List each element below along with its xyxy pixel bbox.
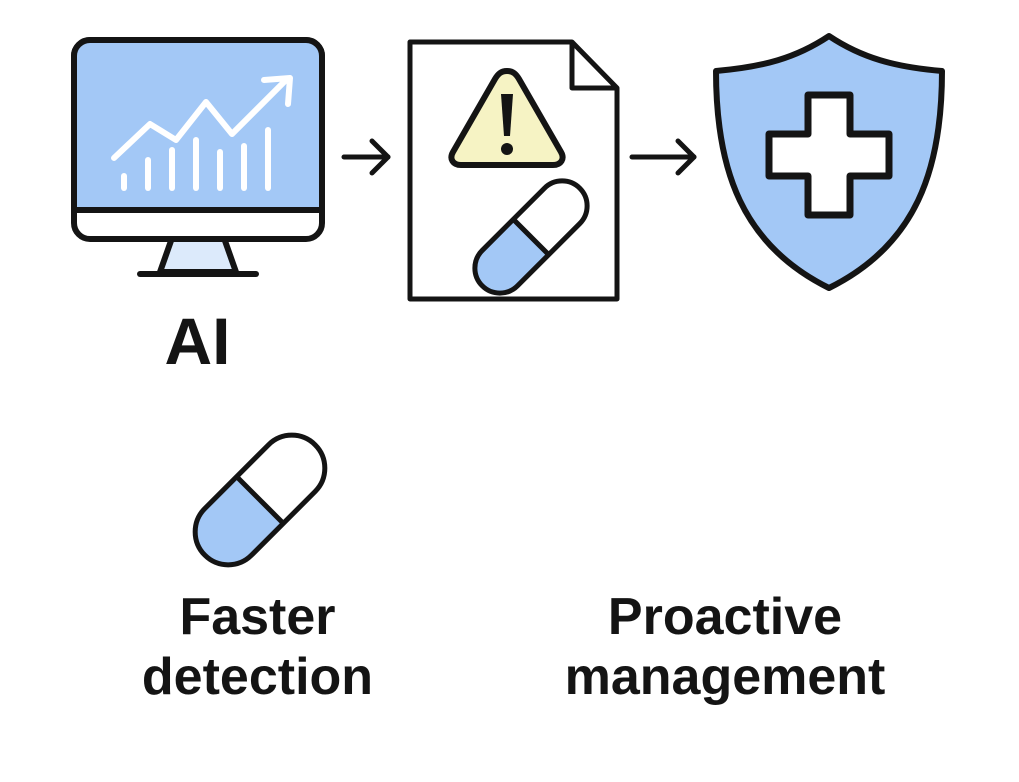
chart-bars xyxy=(121,127,271,191)
warning-document-icon xyxy=(407,39,620,302)
arrow-right-icon xyxy=(629,138,697,176)
faster-detection-line2: detection xyxy=(141,648,374,706)
faster-detection-line1: Faster xyxy=(179,588,336,646)
ai-label: AI xyxy=(164,304,231,378)
exclamation-mark-icon xyxy=(501,94,513,136)
monitor-stand xyxy=(157,235,239,275)
proactive-management-line2: management xyxy=(564,648,886,706)
proactive-management-label: Proactive management xyxy=(525,587,925,707)
medical-cross-icon xyxy=(765,91,893,219)
document-fold xyxy=(569,42,617,91)
monitor-chart-icon xyxy=(71,37,325,277)
capsule-icon xyxy=(472,178,590,296)
shield-cross-icon xyxy=(713,33,945,291)
capsule-icon xyxy=(192,432,328,568)
proactive-management-line1: Proactive xyxy=(607,588,843,646)
exclamation-dot xyxy=(501,143,513,155)
chart-trend-line xyxy=(111,77,289,161)
arrow-right-icon xyxy=(341,138,391,176)
monitor-screen xyxy=(71,37,325,213)
chart-trend-arrowhead xyxy=(261,75,293,107)
faster-detection-label: Faster detection xyxy=(100,587,415,707)
